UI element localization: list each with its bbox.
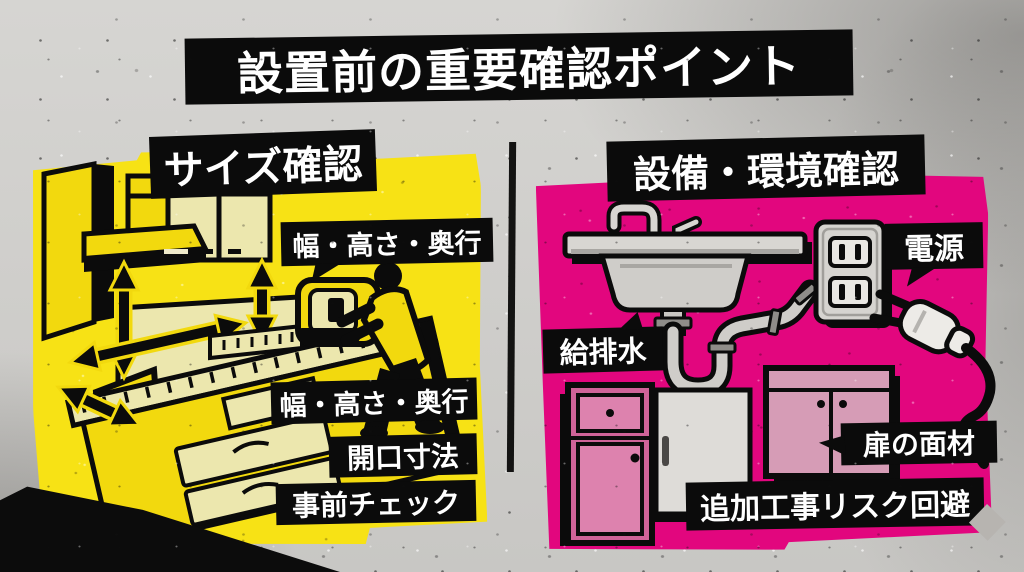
size-check-header-label: サイズ確認 xyxy=(162,141,364,195)
utility-check-header-label: 設備・環境確認 xyxy=(632,146,900,197)
dimensions-label: 幅・高さ・奥行 xyxy=(270,377,478,425)
power-plug-icon xyxy=(869,289,996,469)
power-bubble: 電源 xyxy=(884,222,984,270)
panel-divider xyxy=(506,141,517,473)
dimensions-bubble-label: 幅・高さ・奥行 xyxy=(292,227,482,263)
utility-check-header: 設備・環境確認 xyxy=(606,134,926,202)
range-hood-icon xyxy=(81,223,210,272)
precheck-label: 事前チェック xyxy=(275,479,477,526)
storage-cabinet-icon xyxy=(560,382,655,546)
water-supply-label: 給排水 xyxy=(542,326,664,374)
dimensions-bubble: 幅・高さ・奥行 xyxy=(280,217,494,267)
opening-size-label: 開口寸法 xyxy=(328,433,478,478)
sink-icon xyxy=(562,200,821,399)
extra-work-risk-label: 追加工事リスク回避 xyxy=(685,477,985,531)
door-material-bubble: 扉の面材 xyxy=(840,420,998,466)
title-banner: 設置前の重要確認ポイント xyxy=(184,29,854,105)
outlet-icon xyxy=(813,219,892,328)
size-check-header: サイズ確認 xyxy=(148,129,378,199)
width-arrow-icon xyxy=(66,313,249,372)
page-title: 設置前の重要確認ポイント xyxy=(236,39,802,101)
size-check-panel: サイズ確認 幅・高さ・奥行 幅・高さ・奥行 開口寸法 事前チェック xyxy=(32,129,494,550)
utility-check-panel: 設備・環境確認 電源 給排水 扉の面材 追加工事リスク回避 xyxy=(538,134,998,550)
two-door-cabinet-icon xyxy=(763,365,900,486)
depth-arrow-icon xyxy=(55,384,143,428)
